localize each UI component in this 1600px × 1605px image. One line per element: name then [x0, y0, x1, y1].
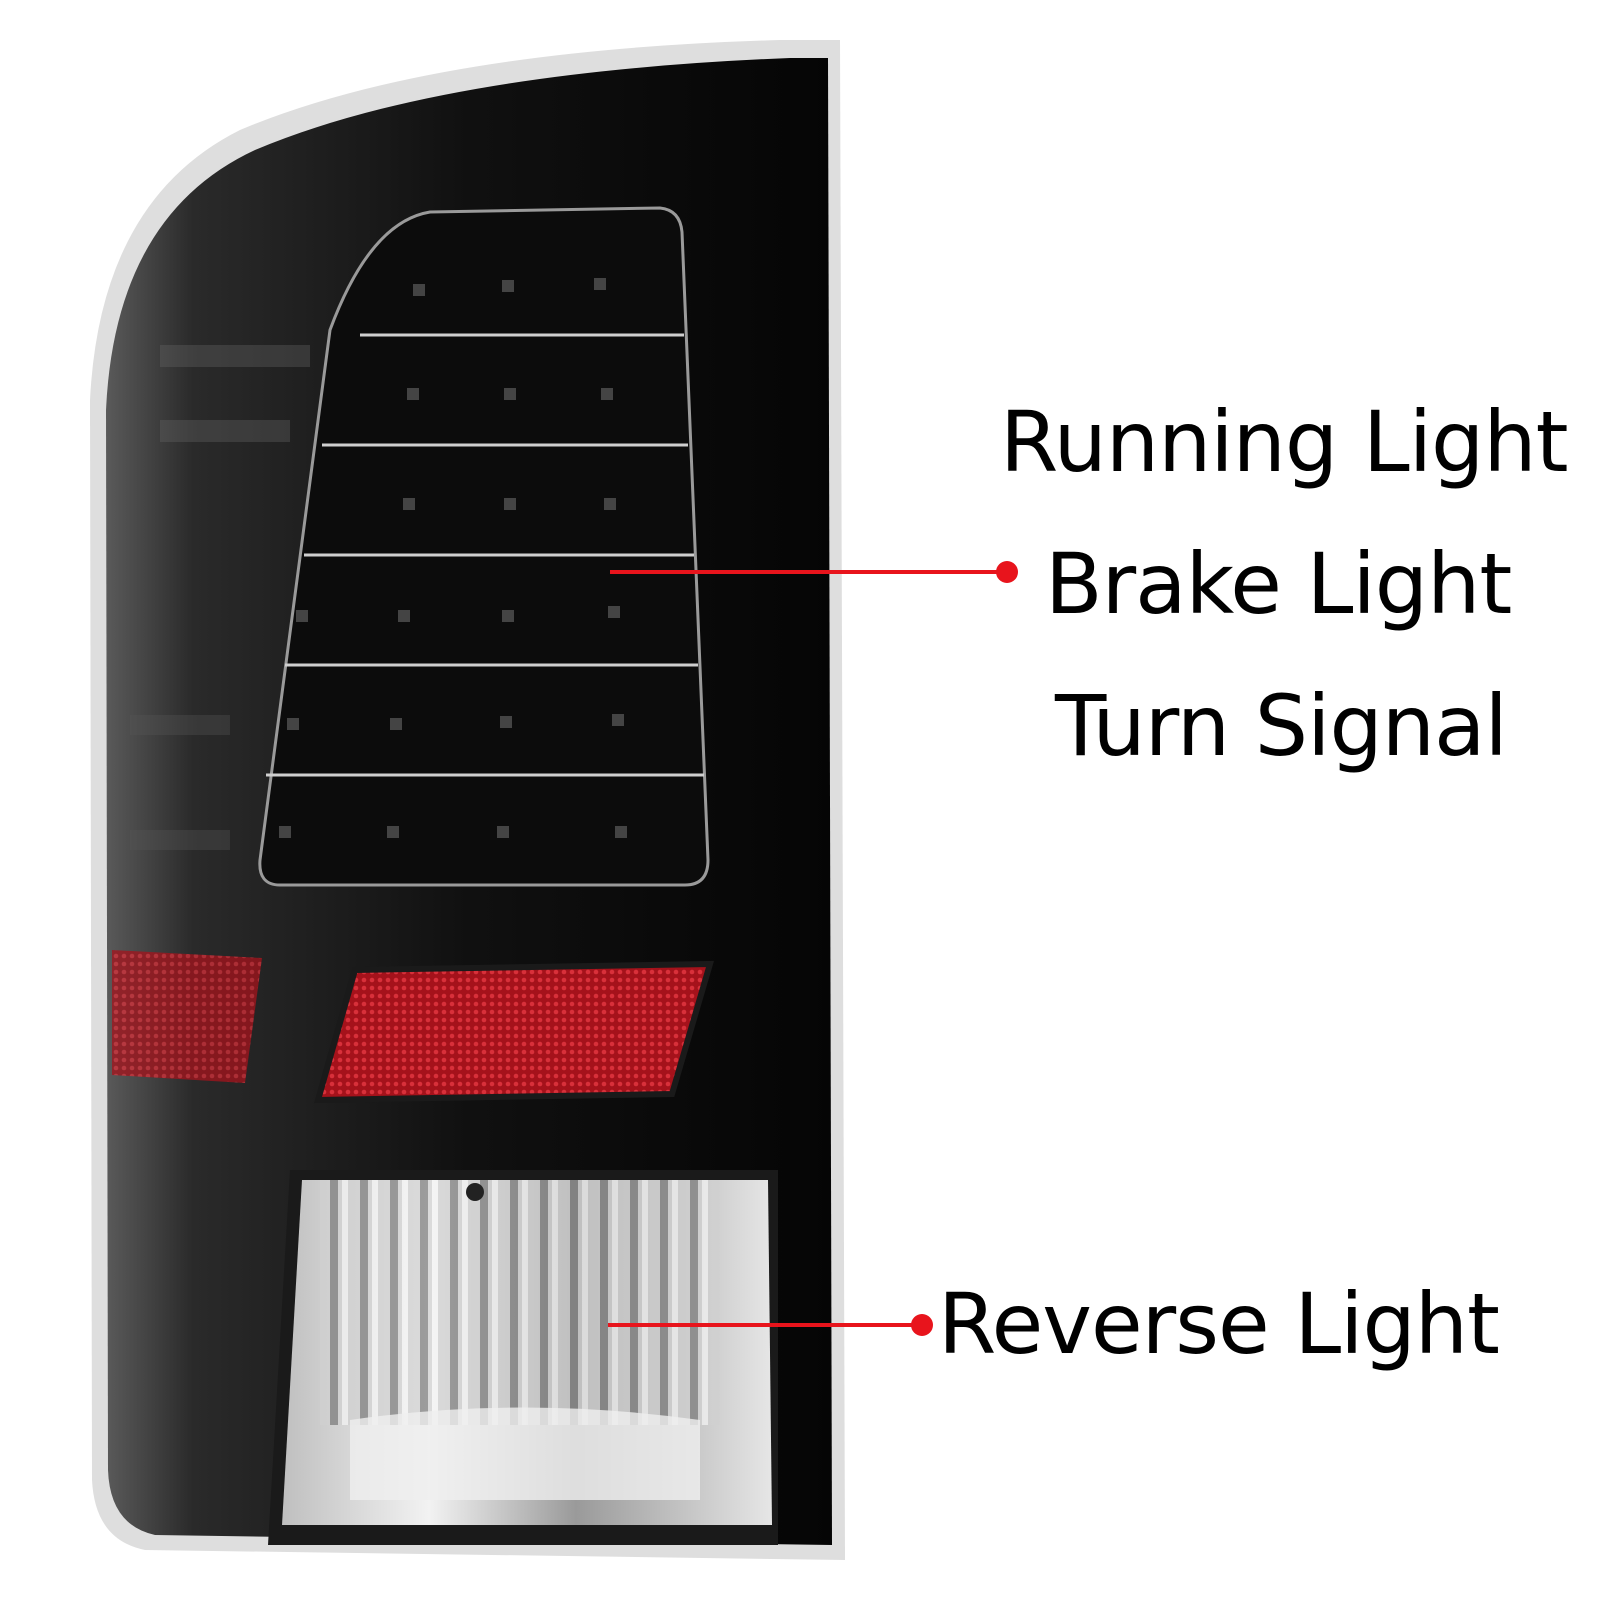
label-running-light: Running Light [1000, 393, 1569, 491]
led-row-dividers [266, 333, 704, 777]
lens-screw [466, 1183, 484, 1201]
label-turn-signal: Turn Signal [1055, 677, 1508, 775]
led-panel [258, 206, 710, 887]
callout-reverse [608, 1314, 933, 1336]
red-reflector [314, 960, 715, 1104]
reverse-lens-ribs [320, 1180, 720, 1425]
reverse-lens-highlight [350, 1407, 700, 1500]
label-brake-light: Brake Light [1045, 535, 1512, 633]
label-reverse-light: Reverse Light [938, 1275, 1500, 1373]
side-reflector [112, 950, 262, 1083]
led-chips [279, 278, 627, 838]
callout-brake [610, 561, 1018, 583]
side-lens-ridges [130, 345, 310, 850]
